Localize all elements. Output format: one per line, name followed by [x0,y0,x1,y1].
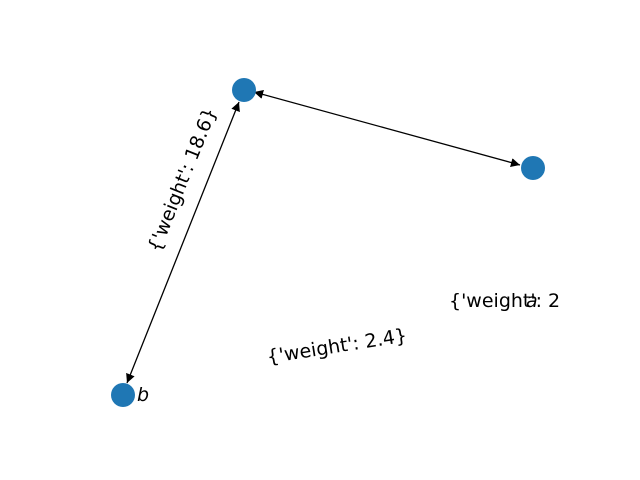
edge-top-right [253,90,521,167]
edge-top-bottomleft [126,101,240,384]
node-label-a: a [526,290,538,312]
edge-label-weight-18-6: {'weight': 18.6} [144,105,222,256]
node-right [521,156,545,180]
edge-label-weight-2: {'weight': 2 [449,290,560,312]
edge-label-weight-2-4: {'weight': 2.4} [265,325,408,369]
node-label-b: b [137,384,149,406]
node-top [232,78,256,102]
node-bottom-left [111,383,135,407]
edge-label-bg [143,109,221,250]
